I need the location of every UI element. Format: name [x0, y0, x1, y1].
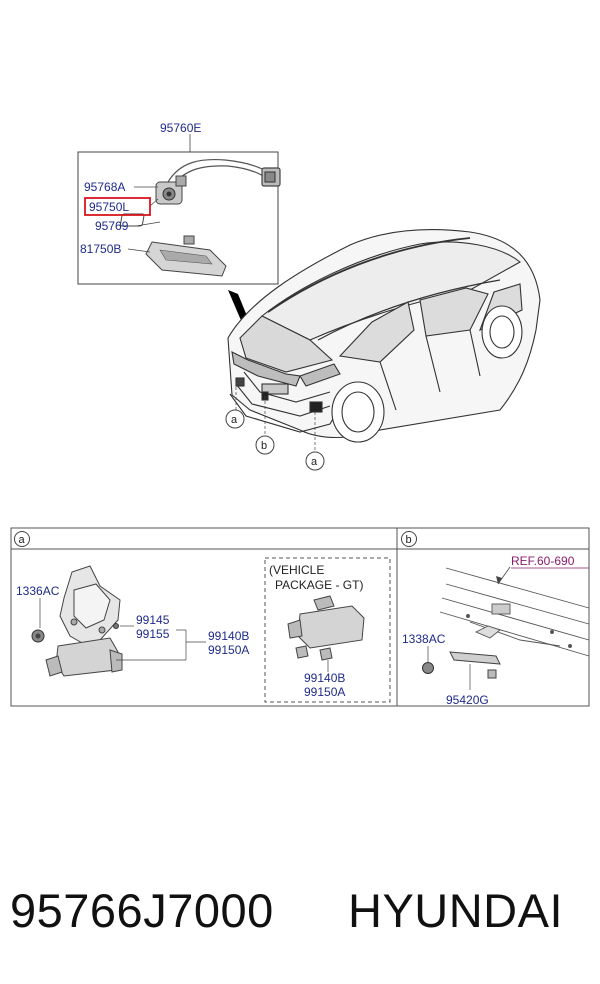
- part-label-1338ac[interactable]: 1338AC: [402, 632, 446, 646]
- bolt-1338ac: [422, 662, 434, 674]
- gasket: [119, 213, 145, 227]
- part-label-1336ac[interactable]: 1336AC: [16, 584, 60, 598]
- highlight-box: [84, 197, 151, 216]
- part-label-81750b[interactable]: 81750B: [80, 242, 121, 256]
- control-unit: [45, 637, 123, 677]
- footer-part-number: 95766J7000: [10, 884, 274, 937]
- part-label-95750l[interactable]: 95750L: [89, 200, 129, 214]
- part-label-95420g[interactable]: 95420G: [446, 693, 489, 707]
- gt-title-line1: (VEHICLE: [269, 563, 324, 577]
- callout-b[interactable]: b: [261, 440, 267, 452]
- gt-title-line2: PACKAGE - GT): [275, 578, 363, 592]
- detail-panel: a b 1336AC 99145 99155: [10, 527, 590, 707]
- vehicle-illustration: [227, 229, 541, 443]
- part-label-99155[interactable]: 99155: [136, 627, 170, 641]
- gt-part-label-99140b[interactable]: 99140B: [304, 671, 345, 685]
- part-label-95769[interactable]: 95769: [95, 219, 129, 233]
- callout-a-1[interactable]: a: [231, 414, 238, 426]
- ref-link[interactable]: REF.60-690: [511, 554, 575, 568]
- bolt-1336ac: [31, 629, 45, 643]
- assembly-inset: 95760E: [77, 121, 281, 285]
- camera-module: [155, 175, 187, 205]
- gt-package-box: (VEHICLE PACKAGE - GT) 99140B 99150A: [264, 557, 391, 703]
- screw-icon: [113, 623, 119, 629]
- garnish-lamp: [145, 235, 227, 277]
- section-b-marker: b: [406, 534, 412, 546]
- gt-part-label-99150a[interactable]: 99150A: [304, 685, 345, 699]
- part-label-99140b[interactable]: 99140B: [208, 629, 249, 643]
- part-label-99145[interactable]: 99145: [136, 613, 170, 627]
- tailgate-panel: [439, 567, 590, 657]
- assembly-label[interactable]: 95760E: [160, 121, 201, 135]
- callout-circles: a b a: [225, 409, 325, 471]
- handle-95420g: [449, 651, 501, 679]
- section-a-marker: a: [19, 534, 26, 546]
- wiring-harness: [167, 158, 281, 187]
- part-label-99150a[interactable]: 99150A: [208, 643, 249, 657]
- callout-a-2[interactable]: a: [311, 456, 318, 468]
- footer-brand: HYUNDAI: [348, 884, 564, 937]
- part-label-95768a[interactable]: 95768A: [84, 180, 125, 194]
- bracket: [59, 565, 121, 645]
